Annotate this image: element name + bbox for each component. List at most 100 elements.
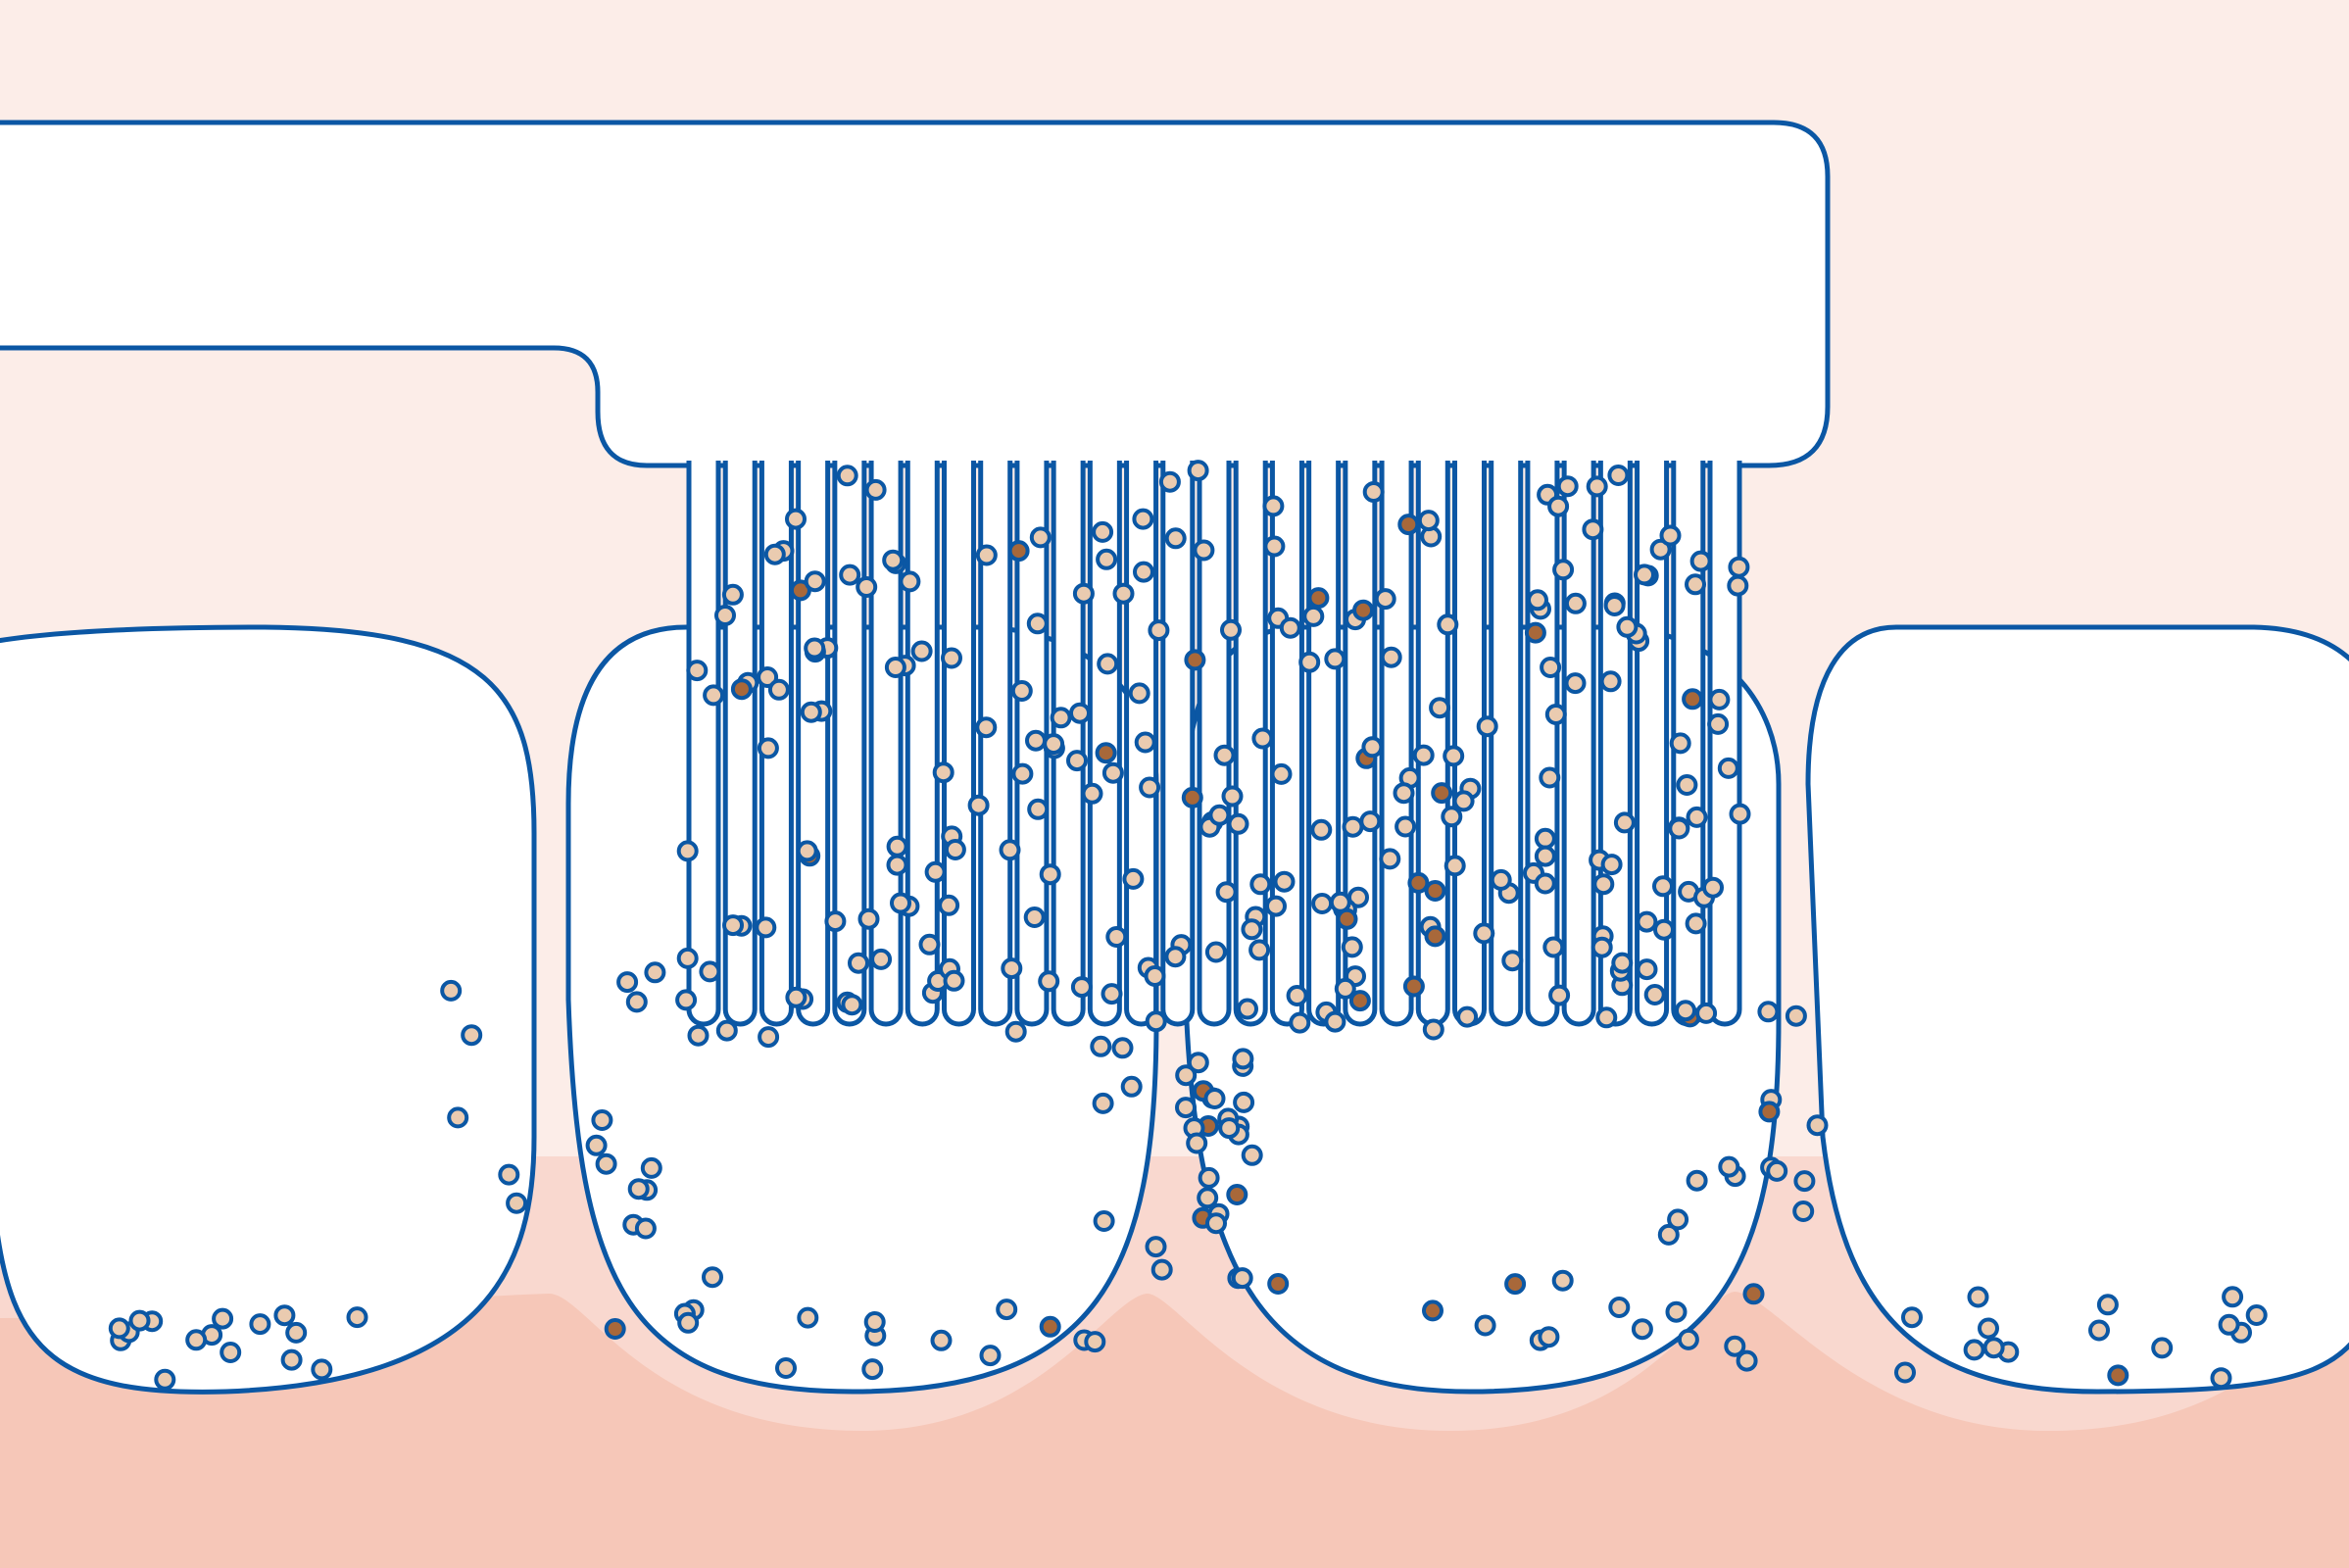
plaque-particle-icon (1586, 475, 1608, 498)
plaque-particle-icon (1474, 1314, 1496, 1337)
bristle (868, 461, 904, 1027)
plaque-particle-icon (824, 910, 847, 933)
plaque-particle-icon (1631, 1318, 1653, 1341)
plaque-particle-icon (1133, 561, 1154, 583)
plaque-particle-icon (1547, 495, 1570, 517)
plaque-particle-icon (1265, 895, 1287, 917)
plaque-particle-icon (1538, 1326, 1560, 1348)
plaque-particle-icon (1634, 564, 1655, 586)
plaque-particle-icon (1039, 1315, 1061, 1338)
plaque-particle-icon (863, 1311, 886, 1333)
bristle (686, 461, 721, 1027)
plaque-particle-icon (1361, 736, 1384, 759)
plaque-particle-icon (1093, 1210, 1115, 1232)
plaque-particle-icon (1613, 811, 1636, 834)
plaque-particle-icon (1724, 1335, 1746, 1357)
plaque-particle-icon (864, 478, 887, 501)
plaque-particle-icon (1232, 1048, 1254, 1070)
plaque-particle-icon (1279, 616, 1301, 639)
plaque-particle-icon (856, 576, 878, 598)
plaque-particle-icon (2096, 1294, 2119, 1316)
plaque-particle-icon (1595, 1006, 1618, 1029)
plaque-particle-icon (1132, 508, 1154, 530)
plaque-particle-icon (2218, 1313, 2240, 1336)
plaque-particle-icon (1237, 998, 1258, 1020)
plaque-particle-icon (1286, 985, 1308, 1006)
bristle (978, 461, 1013, 1027)
plaque-particle-icon (676, 840, 699, 862)
plaque-particle-icon (1476, 715, 1498, 738)
plaque-particle-icon (1329, 891, 1351, 913)
plaque-particle-icon (1352, 599, 1375, 621)
plaque-particle-icon (755, 916, 777, 939)
plaque-particle-icon (1539, 766, 1561, 789)
plaque-particle-icon (2245, 1304, 2268, 1326)
bristle (832, 461, 867, 1027)
plaque-particle-icon (634, 1217, 657, 1240)
plaque-particle-icon (1534, 872, 1556, 895)
plaque-particle-icon (1120, 1075, 1143, 1098)
plaque-particle-icon (861, 1358, 884, 1381)
plaque-particle-icon (1599, 670, 1622, 693)
plaque-particle-icon (996, 1298, 1018, 1321)
plaque-particle-icon (1101, 761, 1124, 784)
bristle (1707, 461, 1742, 1027)
plaque-particle-icon (1205, 1212, 1227, 1235)
plaque-particle-icon (890, 892, 911, 914)
plaque-particle-icon (1542, 936, 1565, 958)
plaque-particle-icon (1302, 605, 1325, 627)
plaque-particle-icon (1007, 540, 1030, 563)
plaque-particle-icon (1504, 1273, 1527, 1296)
plaque-particle-icon (249, 1313, 271, 1336)
plaque-particle-icon (506, 1192, 528, 1214)
plaque-particle-icon (1181, 786, 1203, 808)
bristle (1561, 461, 1596, 1027)
plaque-particle-icon (1636, 910, 1658, 933)
plaque-particle-icon (285, 1321, 308, 1344)
plaque-particle-icon (2151, 1337, 2174, 1359)
plaque-particle-icon (1341, 936, 1363, 958)
plaque-particle-icon (1682, 688, 1704, 710)
plaque-particle-icon (1603, 595, 1626, 616)
plaque-particle-icon (1096, 548, 1118, 570)
plaque-particle-icon (1677, 1328, 1699, 1350)
plaque-particle-icon (1001, 957, 1023, 980)
plaque-particle-icon (220, 1342, 242, 1363)
plaque-particle-icon (1456, 1005, 1479, 1028)
plaque-particle-icon (1527, 589, 1548, 612)
plaque-particle-icon (1402, 975, 1425, 998)
plaque-particle-icon (687, 1024, 710, 1047)
plaque-particle-icon (1422, 1018, 1444, 1041)
plaque-particle-icon (796, 840, 818, 862)
plaque-particle-icon (1066, 750, 1088, 772)
plaque-particle-icon (1695, 1002, 1718, 1024)
plaque-particle-icon (870, 948, 893, 970)
plaque-particle-icon (1548, 984, 1571, 1006)
plaque-particle-icon (1590, 936, 1613, 958)
plaque-particle-icon (1963, 1339, 1985, 1361)
plaque-particle-icon (1736, 1349, 1758, 1372)
plaque-particle-icon (1038, 970, 1060, 993)
plaque-particle-icon (1894, 1361, 1916, 1384)
plaque-particle-icon (1081, 782, 1103, 805)
plaque-particle-icon (1717, 757, 1739, 779)
plaque-particle-icon (785, 986, 807, 1008)
plaque-particle-icon (1757, 1001, 1780, 1023)
plaque-particle-icon (1092, 520, 1114, 543)
plaque-particle-icon (1668, 817, 1690, 840)
plaque-particle-icon (128, 1309, 151, 1332)
plaque-particle-icon (1218, 1117, 1241, 1140)
plaque-particle-icon (1324, 648, 1346, 670)
plaque-particle-icon (930, 1329, 953, 1351)
plaque-particle-icon (1241, 918, 1263, 941)
plaque-particle-icon (1785, 1004, 1807, 1027)
plaque-particle-icon (1262, 495, 1285, 517)
plaque-particle-icon (1197, 1187, 1219, 1209)
plaque-particle-icon (1665, 1300, 1688, 1323)
plaque-particle-icon (1025, 729, 1047, 752)
plaque-particle-icon (800, 701, 822, 723)
plaque-particle-icon (1556, 475, 1579, 498)
plaque-particle-icon (1676, 774, 1698, 796)
plaque-particle-icon (185, 1329, 208, 1351)
plaque-particle-icon (1175, 1064, 1198, 1087)
